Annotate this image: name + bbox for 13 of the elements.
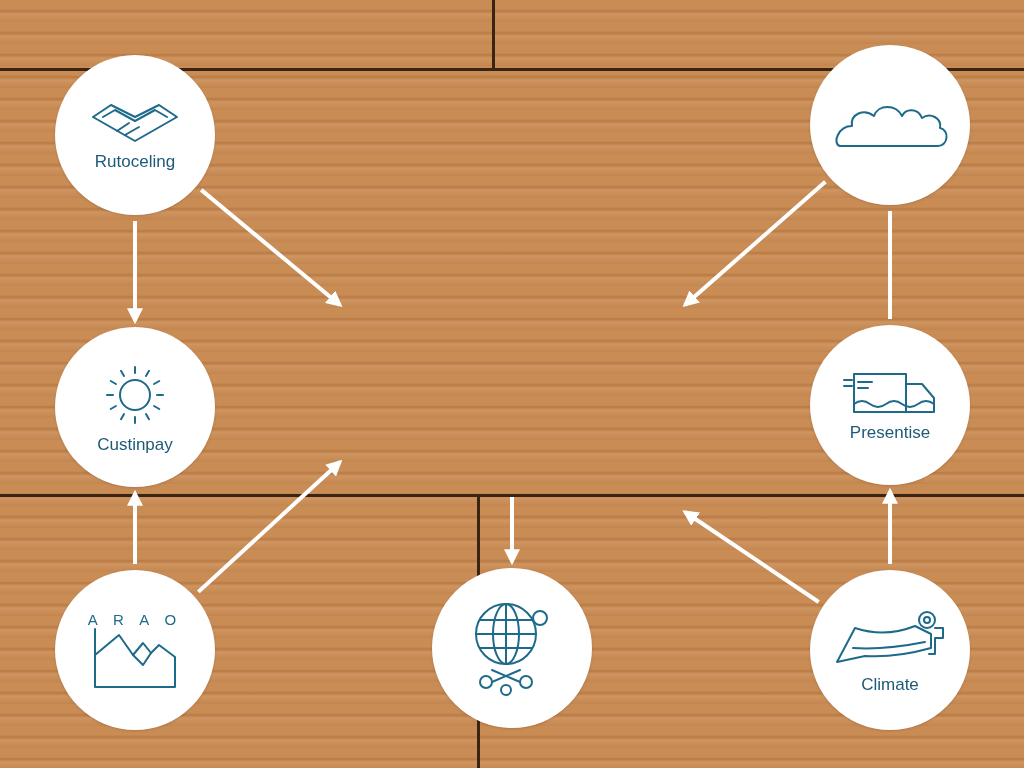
arrow [682,180,827,308]
arrow [882,487,898,564]
node-label: Presentise [849,423,931,441]
node-label: Rutoceling [94,152,176,170]
icon-letters: A R A O [87,611,183,627]
arrow [199,188,343,308]
arrow [127,221,143,325]
arrow [127,489,143,564]
arrow [197,459,343,594]
node-label: Custinpay [97,435,173,453]
arrow [504,497,520,566]
node-label: Climate [861,675,919,693]
arrow [682,510,820,604]
